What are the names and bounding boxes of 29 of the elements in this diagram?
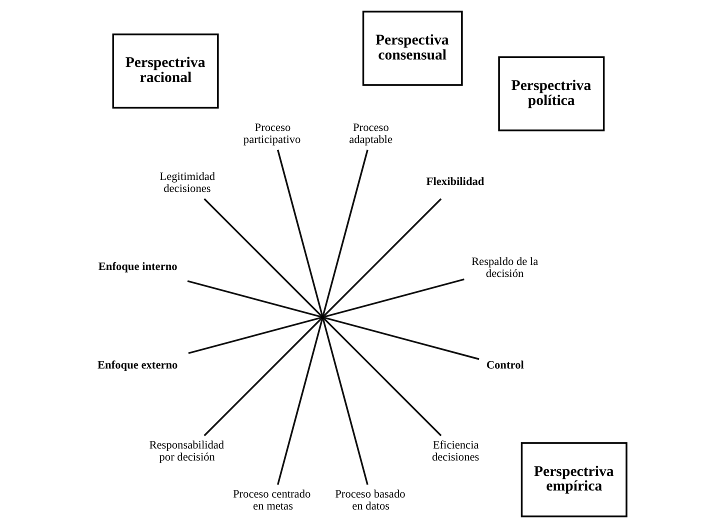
node-text: Enfoque interno bbox=[98, 261, 178, 274]
connector bbox=[324, 316, 480, 360]
connector bbox=[324, 198, 442, 316]
node-text: Proceso basado en datos bbox=[335, 488, 406, 513]
node-text: Legitimidad decisiones bbox=[160, 170, 216, 196]
connector bbox=[204, 198, 322, 316]
connector bbox=[204, 318, 322, 436]
node-box: Perspectiva consensual bbox=[362, 10, 463, 86]
node-text: Flexibilidad bbox=[426, 176, 484, 188]
node-text: Proceso centrado en metas bbox=[232, 488, 311, 513]
connector bbox=[276, 150, 323, 316]
connector bbox=[324, 278, 464, 318]
node-text: Respaldo de la decisión bbox=[471, 256, 538, 280]
connector bbox=[188, 316, 321, 354]
node-box: Perspectriva empírica bbox=[520, 442, 628, 518]
node-text: Proceso adaptable bbox=[349, 122, 392, 146]
node-text: Control bbox=[486, 359, 524, 372]
node-text: Responsabilidad por decisión bbox=[149, 439, 224, 464]
connector bbox=[322, 319, 368, 485]
node-text: Eficiencia decisiones bbox=[432, 439, 480, 464]
node-box: Perspectriva política bbox=[498, 56, 605, 132]
node-box: Perspectriva racional bbox=[112, 34, 219, 109]
connector bbox=[324, 318, 442, 436]
node-text: Proceso participativo bbox=[243, 122, 301, 146]
connector bbox=[187, 280, 321, 318]
node-text: Enfoque externo bbox=[97, 359, 178, 372]
connector bbox=[322, 150, 368, 316]
node-point bbox=[320, 314, 325, 320]
connector bbox=[276, 319, 323, 485]
